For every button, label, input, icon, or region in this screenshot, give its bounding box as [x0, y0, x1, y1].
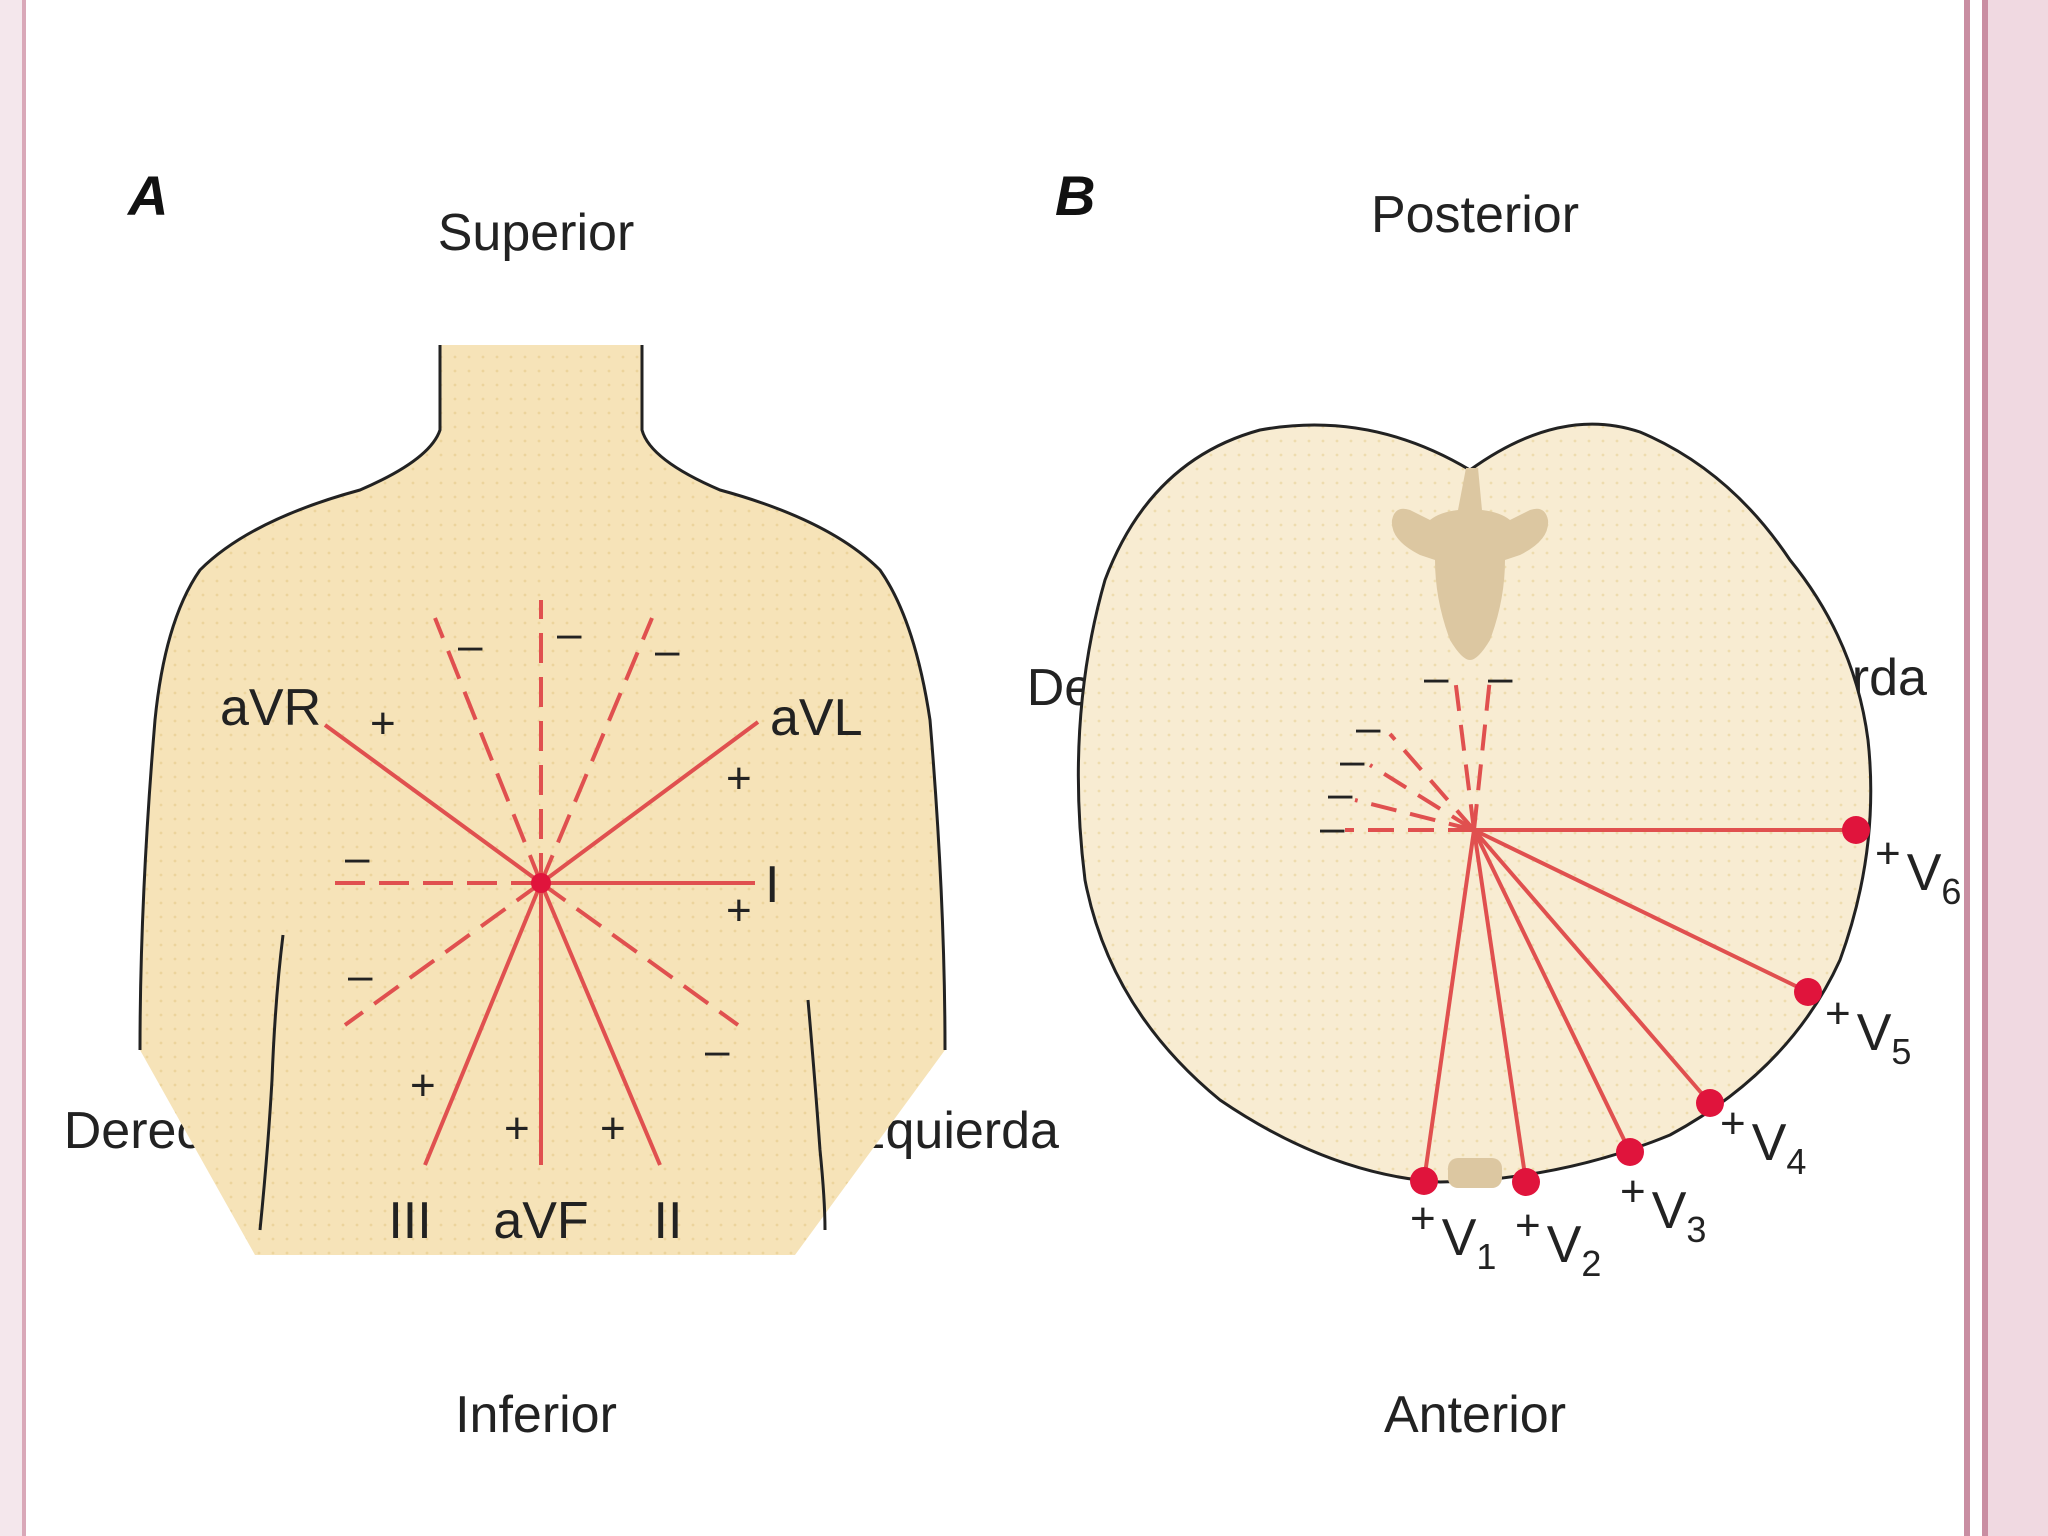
v6-label: +V6 — [1875, 829, 1961, 912]
minus-sign-avr-neg: – — [705, 1026, 730, 1075]
sternum-shape — [1448, 1158, 1502, 1188]
v3-label: +V3 — [1620, 1167, 1706, 1250]
minus-sign-b4: – — [1340, 736, 1365, 785]
v1-lead-line — [1422, 829, 1476, 1182]
minus-sign-b5: – — [1328, 769, 1353, 818]
minus-sign-aiii: – — [655, 626, 680, 675]
panel-a-superior-label: Superior — [438, 204, 635, 262]
right-frame-border — [1982, 0, 2048, 1536]
ii-negative-line — [433, 617, 543, 884]
minus-sign-b1: – — [1424, 653, 1449, 702]
plus-sign-avf: + — [504, 1104, 530, 1153]
v5-electrode — [1794, 978, 1822, 1006]
plus-sign-iii: + — [410, 1061, 436, 1110]
iii-positive-line — [423, 882, 543, 1166]
avr-positive-line — [323, 723, 543, 885]
minus-sign-i-neg: – — [345, 833, 370, 882]
precordial-lead-lines — [1422, 828, 1856, 1183]
v6-electrode — [1842, 816, 1870, 844]
lead-label-avl: aVL — [770, 689, 863, 747]
panel-a-center-electrode — [531, 873, 551, 893]
v5-lead-line — [1473, 828, 1809, 994]
minus-sign-aii: – — [458, 621, 483, 670]
v4-lead-line — [1472, 828, 1712, 1105]
panel-b-posterior-label: Posterior — [1371, 186, 1579, 244]
panel-b-letter: B — [1055, 164, 1095, 227]
v2-lead-line — [1472, 829, 1528, 1183]
plus-sign-i: + — [726, 886, 752, 935]
panel-a-letter: A — [126, 164, 168, 227]
minus-sign-avl-neg: – — [348, 951, 373, 1000]
v2-label: +V2 — [1515, 1201, 1601, 1284]
panel-b: B Posterior Anterior Derecha Izquierda –… — [1027, 164, 1962, 1444]
minus-sign-b6: – — [1320, 803, 1345, 852]
precordial-negative-lines — [1345, 677, 1492, 832]
avl-positive-line — [539, 720, 760, 885]
v5-label: +V5 — [1825, 989, 1911, 1072]
plus-sign-ii: + — [600, 1104, 626, 1153]
panel-a-polarity-signs: + + + + + + – – – – – – — [345, 609, 752, 1153]
minus-sign-avf-neg: – — [557, 609, 582, 658]
v4-label: +V4 — [1720, 1099, 1806, 1182]
precordial-lead-labels: +V1+V2+V3+V4+V5 +V6 — [1410, 829, 1961, 1284]
left-arm-line — [806, 999, 827, 1231]
torso-outline — [138, 345, 947, 1231]
avr-negative-line — [539, 881, 740, 1027]
right-arm-line — [258, 934, 285, 1231]
ii-positive-line — [539, 882, 662, 1166]
lead-label-iii: III — [388, 1192, 431, 1250]
limb-lead-lines — [323, 600, 760, 1166]
torso-silhouette — [140, 345, 945, 1255]
lead-label-i: I — [765, 856, 779, 914]
v3-lead-line — [1472, 829, 1632, 1153]
v3-electrode — [1616, 1138, 1644, 1166]
lead-label-avf: aVF — [493, 1192, 588, 1250]
plus-sign-avr: + — [370, 699, 396, 748]
minus-sign-b3: – — [1356, 703, 1381, 752]
vertebra-shape — [1391, 468, 1549, 660]
v1-electrode — [1410, 1167, 1438, 1195]
v4-electrode — [1696, 1089, 1724, 1117]
v2-electrode — [1512, 1168, 1540, 1196]
plus-sign-avl: + — [726, 754, 752, 803]
panel-b-minus-signs: – – – – – – — [1320, 653, 1513, 852]
minus-sign-b2: – — [1488, 653, 1513, 702]
panel-a: A Superior Inferior Derecha Izquierda aV… — [64, 164, 1059, 1444]
panel-b-anterior-label: Anterior — [1384, 1386, 1566, 1444]
avl-negative-line — [343, 881, 543, 1027]
precordial-electrodes — [1410, 816, 1870, 1196]
v1-label: +V1 — [1410, 1194, 1496, 1277]
lead-label-ii: II — [654, 1192, 683, 1250]
lead-label-avr: aVR — [220, 679, 321, 737]
left-frame-border — [0, 0, 26, 1536]
iii-negative-line — [539, 617, 654, 884]
panel-a-inferior-label: Inferior — [455, 1386, 617, 1444]
